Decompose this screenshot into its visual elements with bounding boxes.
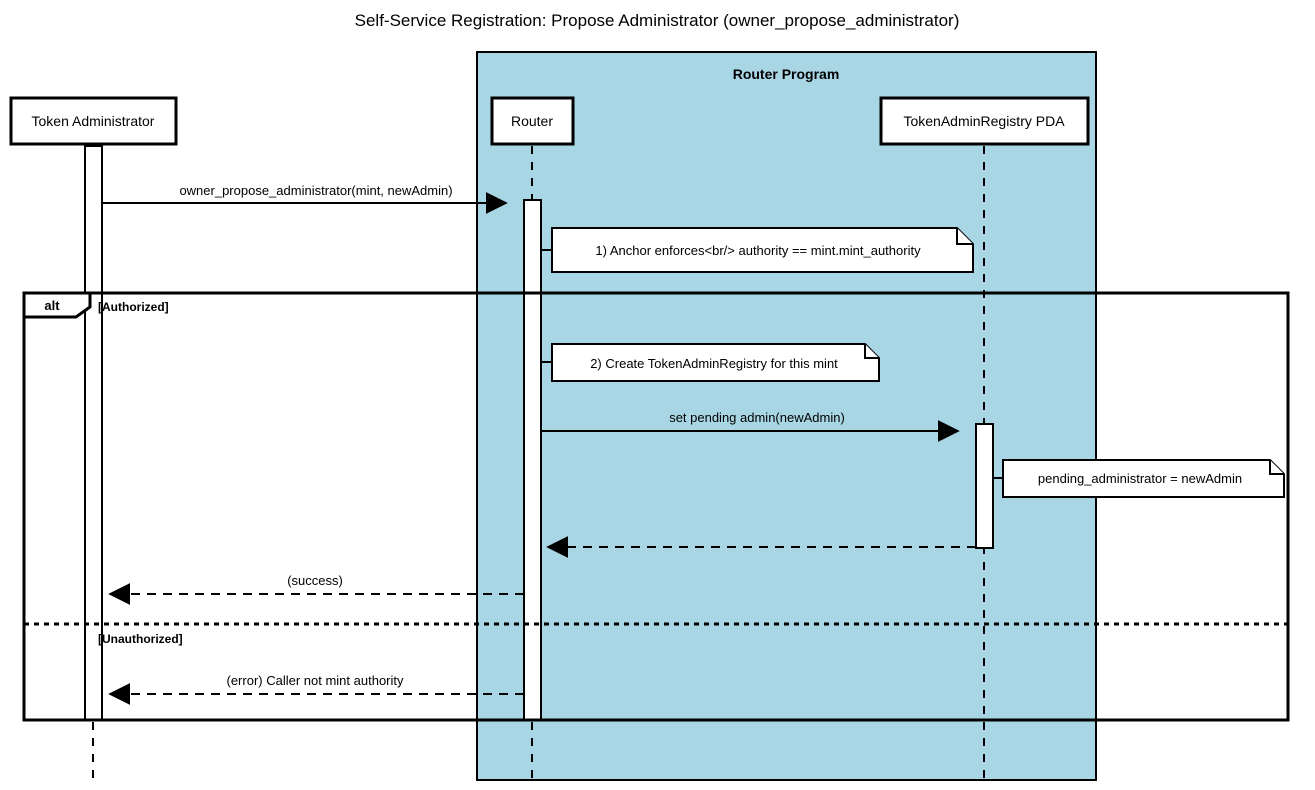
note-fold-create-registry xyxy=(864,344,879,359)
note-anchor-enforces: 1) Anchor enforces<br/> authority == min… xyxy=(541,227,974,273)
alt-fragment-guard-unauthorized: [Unauthorized] xyxy=(98,632,183,646)
note-text-pending-administrator: pending_administrator = newAdmin xyxy=(1038,471,1242,486)
diagram-title: Self-Service Registration: Propose Admin… xyxy=(355,11,960,30)
participant-token-administrator[interactable]: Token Administrator xyxy=(9,96,178,146)
note-fold-pending-administrator xyxy=(1269,460,1284,475)
message-label-owner-propose-administrator: owner_propose_administrator(mint, newAdm… xyxy=(179,183,452,198)
note-body-create-registry xyxy=(551,343,880,382)
alt-fragment-tab xyxy=(22,291,92,319)
activation-router xyxy=(523,199,542,721)
participant-label-token-admin-registry-pda: TokenAdminRegistry PDA xyxy=(903,113,1065,129)
note-fold-anchor-enforces xyxy=(956,228,973,245)
note-text-create-registry: 2) Create TokenAdminRegistry for this mi… xyxy=(590,356,838,371)
message-error-reply: (error) Caller not mint authority xyxy=(108,673,524,705)
participant-label-token-administrator: Token Administrator xyxy=(32,113,155,129)
message-set-pending-admin: set pending admin(newAdmin) xyxy=(541,410,960,442)
group-title-router-program: Router Program xyxy=(733,66,840,82)
participant-box-token-admin-registry-pda xyxy=(879,96,1090,146)
participant-box-router xyxy=(490,96,575,146)
message-label-success-reply: (success) xyxy=(287,573,343,588)
participant-router[interactable]: Router xyxy=(490,96,575,146)
note-text-anchor-enforces: 1) Anchor enforces<br/> authority == min… xyxy=(595,243,921,258)
message-owner-propose-administrator: owner_propose_administrator(mint, newAdm… xyxy=(102,183,508,214)
alt-fragment-box xyxy=(22,291,1290,722)
note-body-anchor-enforces xyxy=(551,227,974,273)
participant-box-token-administrator xyxy=(9,96,178,146)
participant-label-router: Router xyxy=(511,113,553,129)
message-success-reply: (success) xyxy=(108,573,524,605)
note-body-pending-administrator xyxy=(1002,459,1285,498)
message-label-set-pending-admin: set pending admin(newAdmin) xyxy=(669,410,845,425)
alt-fragment: alt [Authorized] [Unauthorized] xyxy=(22,291,1290,722)
activation-token-admin-registry-pda xyxy=(975,423,994,549)
group-box-router-program xyxy=(476,51,1097,781)
participant-token-admin-registry-pda[interactable]: TokenAdminRegistry PDA xyxy=(879,96,1090,146)
alt-fragment-operator-label: alt xyxy=(44,298,60,313)
message-label-error-reply: (error) Caller not mint authority xyxy=(227,673,404,688)
alt-fragment-guard-authorized: [Authorized] xyxy=(98,300,169,314)
note-create-registry: 2) Create TokenAdminRegistry for this mi… xyxy=(541,343,880,382)
note-pending-administrator: pending_administrator = newAdmin xyxy=(993,459,1285,498)
